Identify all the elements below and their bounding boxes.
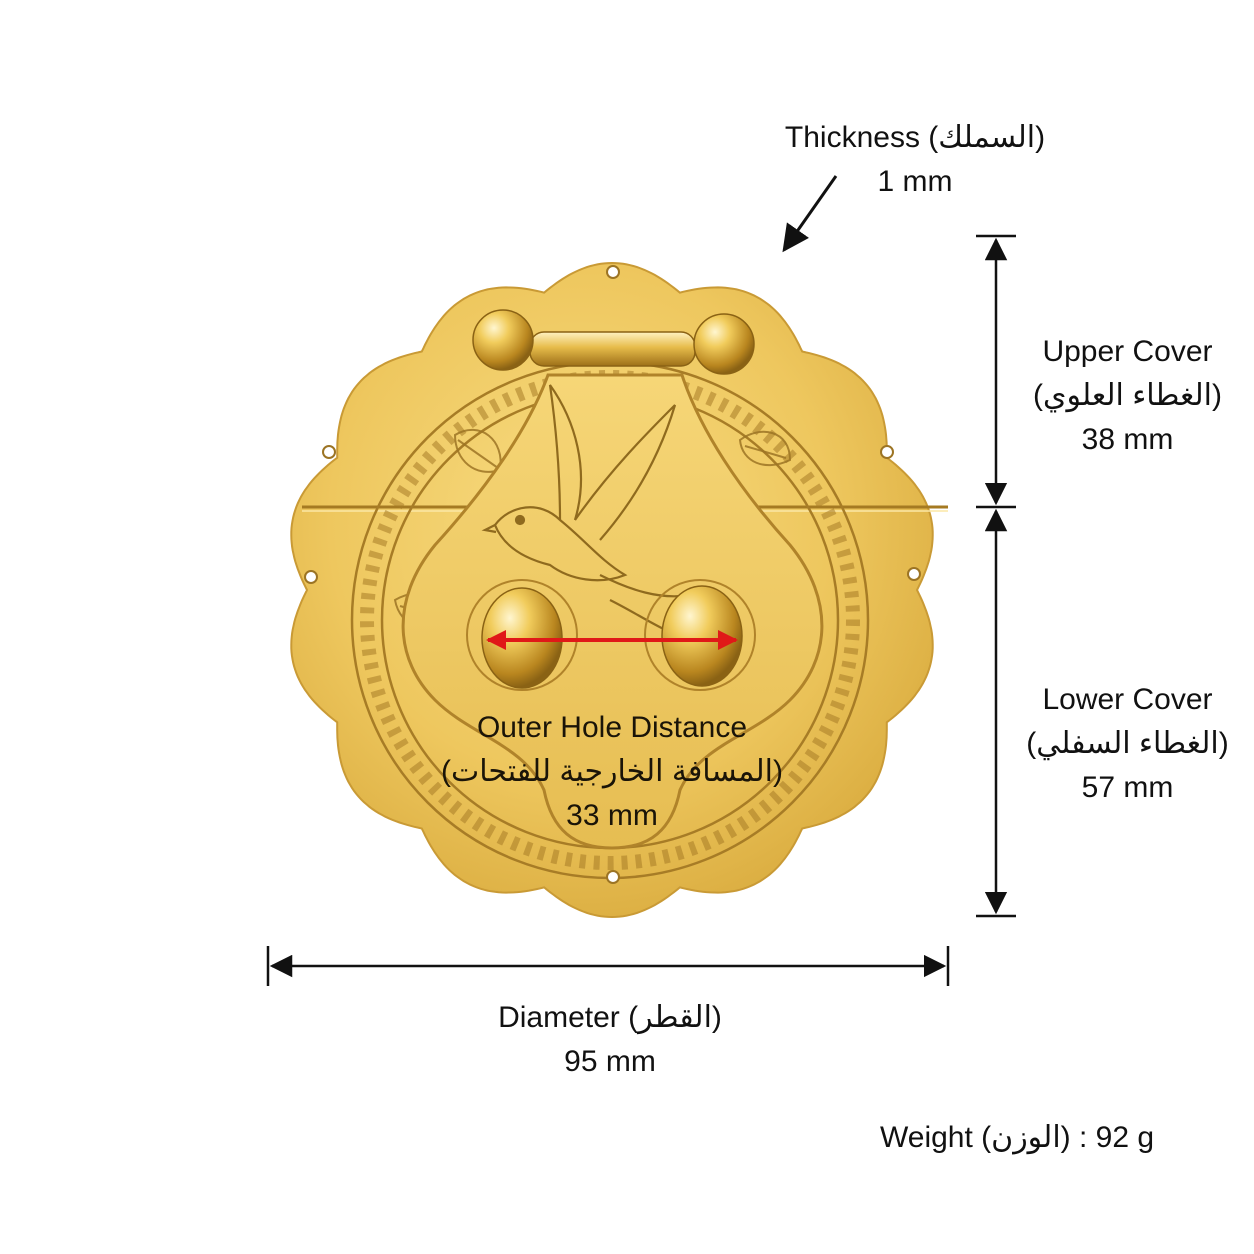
screw-hole-lower-left bbox=[304, 570, 318, 584]
hasp-plate bbox=[401, 373, 824, 850]
hinge-barrel bbox=[529, 331, 696, 367]
hole-distance-arabic: (المسافة الخارجية للفتحات) bbox=[440, 755, 784, 788]
upper-cover-dimension bbox=[976, 234, 1016, 509]
screw-hole-upper-right bbox=[880, 445, 894, 459]
lower-cover-arabic: (الغطاء السفلي) bbox=[1026, 727, 1229, 760]
screw-holes bbox=[304, 265, 921, 884]
lower-cover-value: 57 mm bbox=[1081, 771, 1174, 804]
screw-hole-top bbox=[606, 265, 620, 279]
thickness-value: 1 mm bbox=[877, 165, 953, 198]
lower-cover-label: Lower Cover (الغطاء السفلي) 57 mm bbox=[1020, 678, 1235, 810]
diameter-title: Diameter (القطر) bbox=[498, 1001, 722, 1034]
hole-distance-label: Outer Hole Distance (المسافة الخارجية لل… bbox=[420, 706, 804, 838]
lower-cover-dimension bbox=[976, 508, 1016, 918]
diameter-label: Diameter (القطر) 95 mm bbox=[440, 996, 780, 1084]
upper-cover-arabic: (الغطاء العلوي) bbox=[1033, 379, 1222, 412]
arrow-down-left-icon bbox=[782, 175, 838, 253]
weight-label: Weight (الوزن) : 92 g bbox=[880, 1116, 1180, 1160]
screw-hole-bottom bbox=[606, 870, 620, 884]
hole-distance-title: Outer Hole Distance bbox=[476, 711, 748, 744]
diameter-dimension bbox=[266, 946, 950, 986]
hole-distance-value: 33 mm bbox=[566, 799, 658, 832]
upper-cover-label: Upper Cover (الغطاء العلوي) 38 mm bbox=[1020, 330, 1235, 462]
screw-hole-lower-right bbox=[907, 567, 921, 581]
diameter-value: 95 mm bbox=[564, 1045, 656, 1078]
screw-hole-upper-left bbox=[322, 445, 336, 459]
hinge-knob-right bbox=[693, 313, 755, 375]
thickness-label: Thickness (السملك) 1 mm bbox=[760, 116, 1070, 204]
upper-cover-value: 38 mm bbox=[1081, 423, 1174, 456]
lower-cover-title: Lower Cover bbox=[1042, 683, 1213, 716]
weight-text: Weight (الوزن) : 92 g bbox=[880, 1121, 1155, 1154]
greek-key-pattern bbox=[360, 370, 860, 870]
hinge-knob-left bbox=[472, 309, 534, 371]
latch-plate bbox=[290, 261, 948, 919]
lock-knob-right bbox=[661, 585, 743, 687]
thickness-title: Thickness (السملك) bbox=[784, 121, 1046, 154]
upper-cover-title: Upper Cover bbox=[1042, 335, 1213, 368]
